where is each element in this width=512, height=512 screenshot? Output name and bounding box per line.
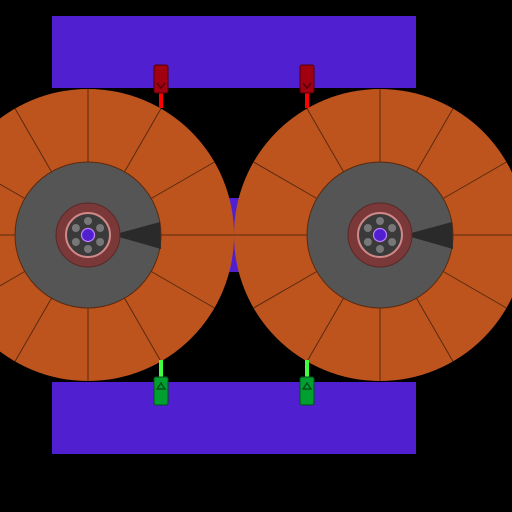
bottom-right-valve[interactable] xyxy=(299,360,315,406)
top-right-valve[interactable] xyxy=(299,64,315,108)
chevron-down-icon xyxy=(156,82,166,90)
rotor-pointer xyxy=(404,222,453,249)
rotor-axle xyxy=(80,227,96,243)
rotor-bolt xyxy=(84,217,92,225)
rotor-bolt xyxy=(84,245,92,253)
rotor-bolt xyxy=(388,224,397,232)
top-left-valve-pipe xyxy=(159,92,163,108)
rotor-spoke xyxy=(442,271,507,309)
bottom-right-valve-pipe xyxy=(305,360,309,378)
rotor-spoke xyxy=(14,108,52,173)
rotor-spoke xyxy=(0,271,26,287)
bottom-block xyxy=(52,382,416,454)
bottom-left-valve[interactable] xyxy=(153,360,169,406)
rotor-spoke xyxy=(14,297,52,362)
rotor-bolt xyxy=(96,238,105,246)
top-right-valve-body xyxy=(299,64,315,94)
top-block xyxy=(52,16,416,88)
rotor-spoke xyxy=(306,108,344,173)
rotor-spoke xyxy=(416,108,454,173)
rotor-spoke xyxy=(416,297,454,362)
top-right-valve-pipe xyxy=(305,92,309,108)
rotor-bolt xyxy=(363,238,372,246)
rotor-axle xyxy=(372,227,388,243)
rotor-pointer xyxy=(112,222,161,249)
bottom-right-valve-body xyxy=(299,376,315,406)
bottom-left-valve-pipe xyxy=(159,360,163,378)
rotor-bolt xyxy=(388,238,397,246)
rotor-spoke xyxy=(253,161,318,199)
left-rotor[interactable] xyxy=(0,89,234,381)
rotor-bolt xyxy=(71,238,80,246)
bottom-left-valve-body xyxy=(153,376,169,406)
right-rotor[interactable] xyxy=(234,89,512,381)
triangle-up-icon xyxy=(155,381,167,390)
top-left-valve-body xyxy=(153,64,169,94)
rotor-spoke xyxy=(0,183,26,199)
rotor-bolt xyxy=(363,224,372,232)
rotor-spoke xyxy=(306,297,344,362)
triangle-up-icon xyxy=(301,381,313,390)
rotor-spoke xyxy=(442,161,507,199)
rotor-bolt xyxy=(376,217,384,225)
chevron-down-icon xyxy=(302,82,312,90)
rotor-spoke xyxy=(124,297,162,362)
rotor-spoke xyxy=(150,271,215,309)
rotor-bolt xyxy=(376,245,384,253)
top-left-valve[interactable] xyxy=(153,64,169,108)
rotor-spoke xyxy=(150,161,215,199)
rotor-spoke xyxy=(124,108,162,173)
rotor-bolt xyxy=(96,224,105,232)
rotor-bolt xyxy=(71,224,80,232)
rotor-spoke xyxy=(253,271,318,309)
